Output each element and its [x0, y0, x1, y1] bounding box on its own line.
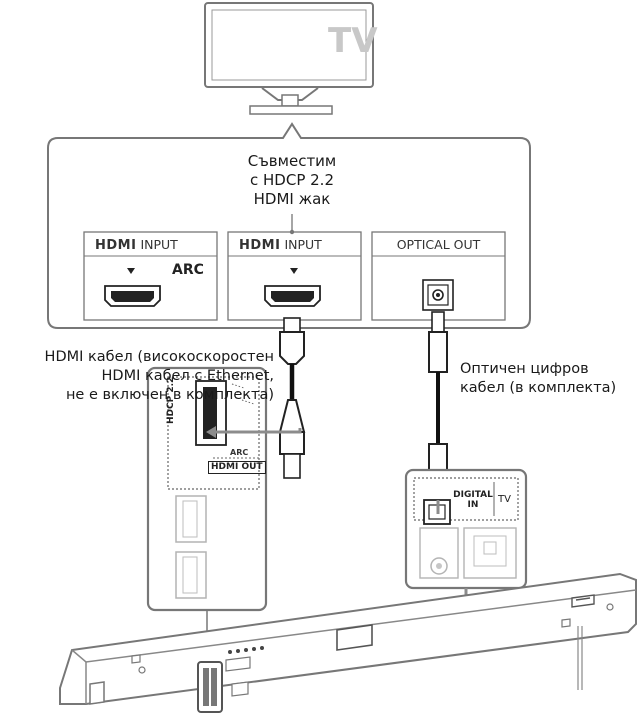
hdcp-side-label: HDCP 2.2	[166, 376, 176, 424]
soundbar-hdmi-out-label: HDMI OUT	[208, 461, 266, 474]
tv-port-panel	[47, 122, 531, 329]
hdmi-input-port-title: HDMI INPUT	[239, 237, 322, 254]
soundbar-optical-panel	[347, 468, 528, 646]
hdmi-cable-caption: HDMI кабел (високоскоростен HDMI кабел с…	[45, 348, 274, 405]
digital-in-line: DIGITAL	[453, 490, 493, 500]
optical-socket-icon	[422, 279, 454, 311]
hdmi-logo: HDMI	[95, 238, 137, 253]
arc-text: ARC	[172, 262, 204, 278]
ethernet-port-icon	[463, 527, 517, 579]
caption-line: кабел (в комплекта)	[460, 380, 617, 396]
soundbar-illustration	[59, 572, 637, 713]
hdmi-logo: HDMI	[239, 238, 281, 253]
hdcp-note: Съвместим с HDCP 2.2 HDMI жак	[222, 152, 362, 209]
digital-in-line: IN	[467, 500, 479, 510]
hdmi-arc-port-title: HDMI INPUT	[95, 237, 178, 254]
port-label: INPUT	[140, 237, 178, 252]
hdcp-note-line: HDMI жак	[253, 190, 331, 208]
caption-line: HDMI кабел с Ethernet,	[101, 368, 275, 384]
hdmi-socket-icon	[264, 285, 321, 307]
optical-cable-caption: Оптичен цифров кабел (в комплекта)	[460, 360, 616, 398]
optical-out-port-title: OPTICAL OUT	[396, 237, 481, 252]
caption-line: Оптичен цифров	[460, 361, 589, 377]
hdmi-port-icon	[175, 551, 207, 599]
hdmi-socket-icon	[104, 285, 161, 307]
optical-tv-label: TV	[498, 494, 511, 505]
analog-port-icon	[419, 527, 459, 579]
arc-label: ARC	[172, 262, 204, 278]
hdmi-port-icon	[175, 495, 207, 543]
tv-label: TV	[328, 21, 378, 61]
tv-illustration: TV	[204, 2, 378, 115]
hdcp-note-line: с HDCP 2.2	[250, 171, 334, 189]
soundbar-arc-label: ARC	[230, 448, 249, 457]
hdmi-cable	[278, 317, 306, 479]
hdcp-note-line: Съвместим	[247, 152, 337, 170]
caption-line: не е включен в комплекта)	[65, 387, 274, 403]
soundbar-hdmi-panel	[146, 366, 302, 660]
port-label: INPUT	[284, 237, 322, 252]
digital-in-label: DIGITAL IN	[452, 490, 494, 510]
caption-line: HDMI кабел (високоскоростен	[44, 349, 274, 365]
